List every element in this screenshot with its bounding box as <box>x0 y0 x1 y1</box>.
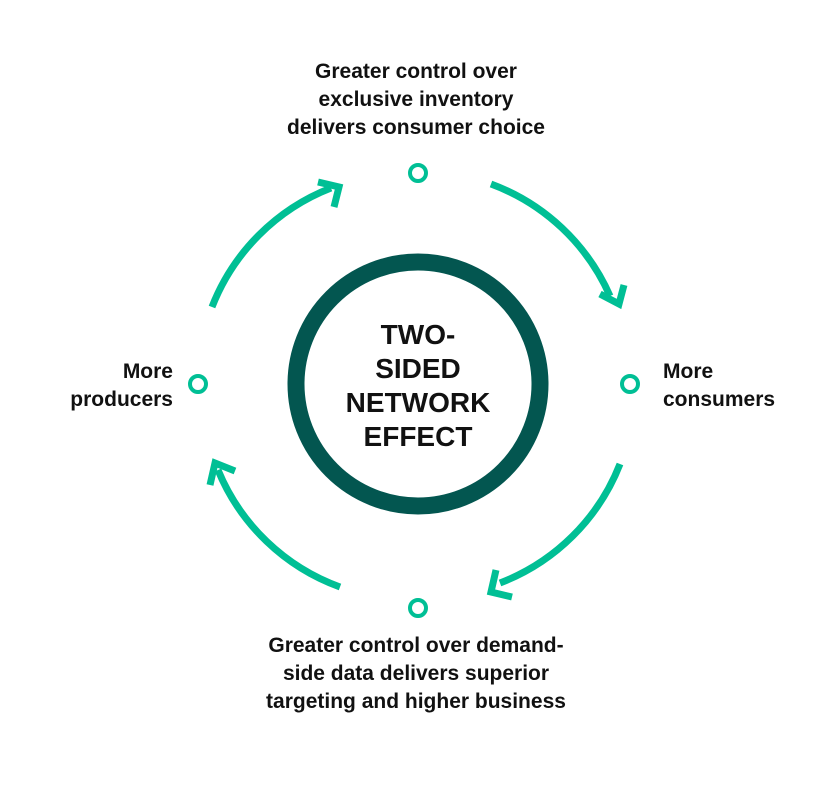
node-label-line: delivers consumer choice <box>287 116 545 139</box>
node-label-line: consumers <box>663 388 776 411</box>
center-label-line: NETWORK <box>345 387 491 418</box>
node-marker-bottom <box>408 598 428 618</box>
node-label-line: targeting and higher business <box>266 690 566 713</box>
node-label-line: More <box>122 360 173 383</box>
arrowhead-bottom-to-left <box>206 458 237 486</box>
node-marker-right <box>620 374 640 394</box>
center-label-line: SIDED <box>375 353 461 384</box>
center-ring <box>287 253 549 515</box>
node-label-line: More <box>663 360 714 383</box>
center-label-line: TWO- <box>380 319 456 350</box>
node-label-left: More producers <box>40 358 173 414</box>
node-label-line: side data delivers superior <box>282 662 550 685</box>
arc-top-to-right <box>489 180 614 298</box>
arrowhead-left-to-top <box>317 178 344 208</box>
node-label-top: Greater control over exclusive inventory… <box>236 58 596 142</box>
node-label-line: producers <box>70 388 173 411</box>
arc-bottom-to-left <box>214 468 342 591</box>
center-label-line: EFFECT <box>363 421 473 452</box>
center-label: TWO- SIDED NETWORK EFFECT <box>318 318 518 454</box>
node-label-line: Greater control over demand- <box>268 634 564 657</box>
node-label-right: More consumers <box>663 358 775 414</box>
arc-left-to-top <box>208 184 333 309</box>
node-marker-left <box>188 374 208 394</box>
arrowhead-right-to-bottom <box>486 569 513 601</box>
node-marker-top <box>408 163 428 183</box>
node-label-bottom: Greater control over demand- side data d… <box>216 632 616 716</box>
node-label-line: Greater control over <box>315 60 517 83</box>
arrowhead-top-to-right <box>598 284 628 310</box>
node-label-line: exclusive inventory <box>318 88 514 111</box>
arc-right-to-bottom <box>498 462 624 587</box>
